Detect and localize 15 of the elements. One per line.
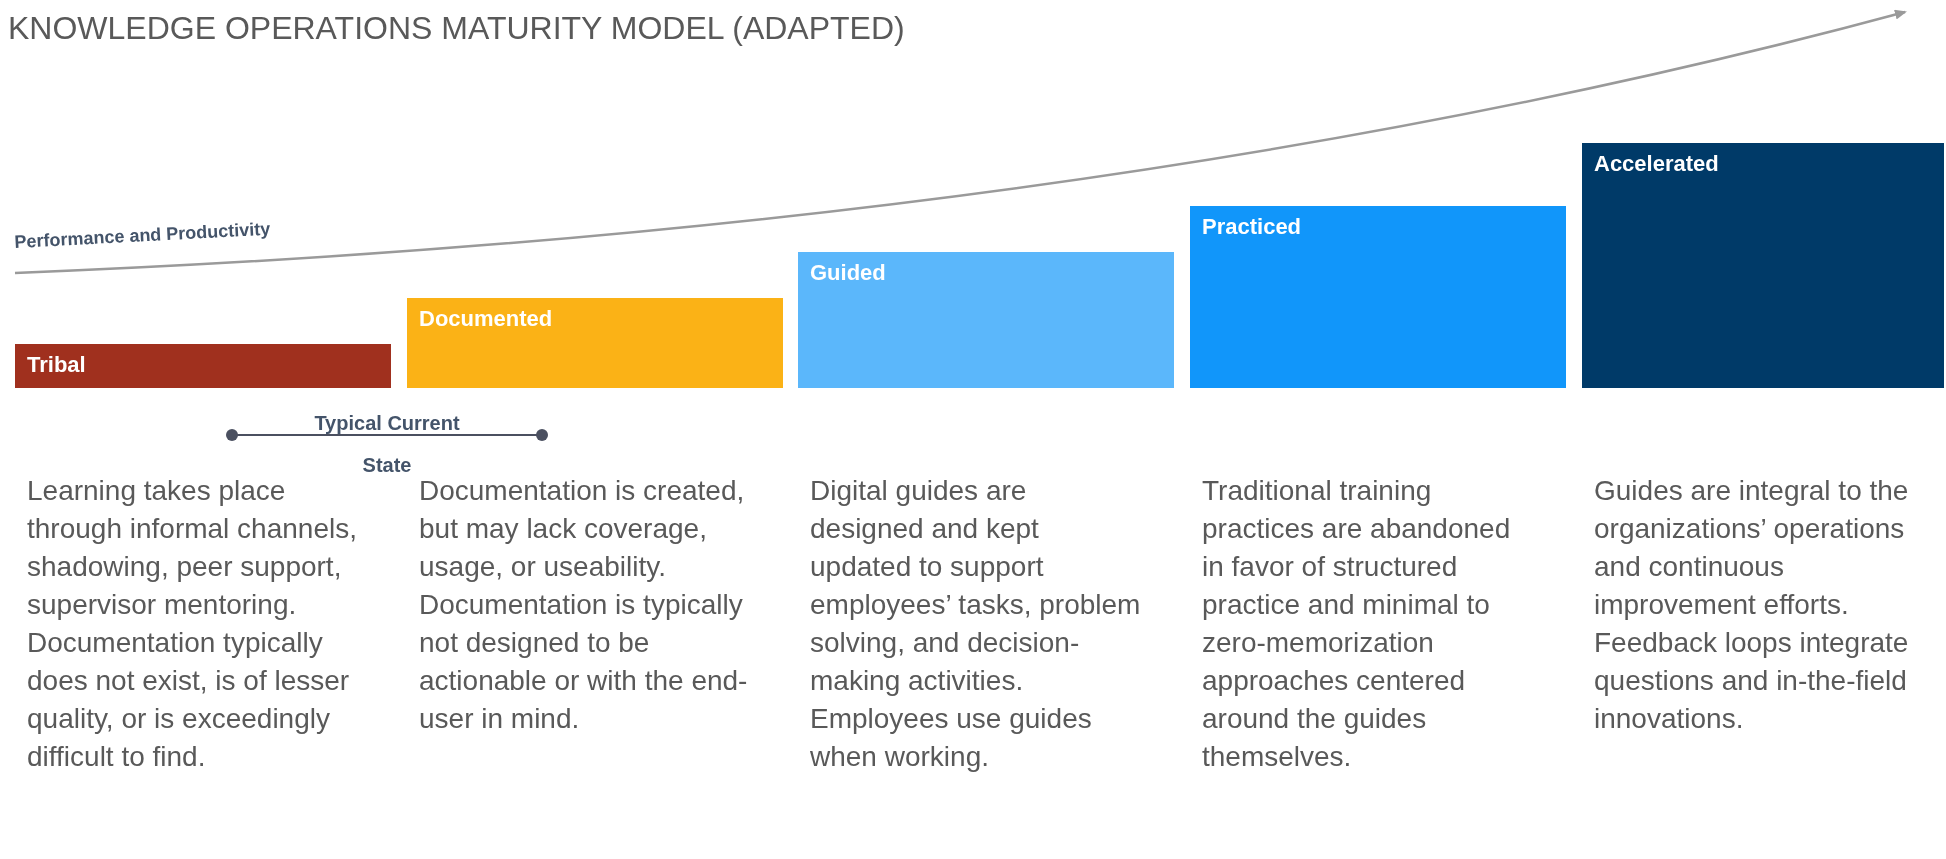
step-title: Accelerated [1594, 151, 1719, 177]
description-text: Guides are integral to the organizations’ operations and continuous improvement efforts. Feedback loops integrate questions and in-the-field innovations. [1594, 474, 1910, 736]
step-title: Tribal [27, 352, 86, 378]
maturity-step-bar [15, 344, 391, 388]
axis-label: Performance and Productivity [13, 218, 271, 253]
title-text: KNOWLEDGE OPERATIONS MATURITY MODEL (ADAPTED) [8, 10, 905, 47]
description-text: Digital guides are designed and kept updated to support employees’ tasks, problem solving, and decision-making activities. Employees use guides when working. [810, 474, 1142, 774]
step-title: Practiced [1202, 214, 1302, 240]
maturity-step-bar [798, 252, 1174, 388]
step-title: Documented [419, 306, 553, 332]
maturity-step-bar [407, 298, 783, 388]
maturity-step-bar [1582, 143, 1944, 388]
maturity-step-bar [1190, 206, 1566, 388]
step-title: Guided [810, 260, 886, 286]
description-text: Traditional training practices are abandoned in favor of structured practice and minimal to zero-memorization approaches centered around the guides themselves. [1202, 474, 1512, 774]
